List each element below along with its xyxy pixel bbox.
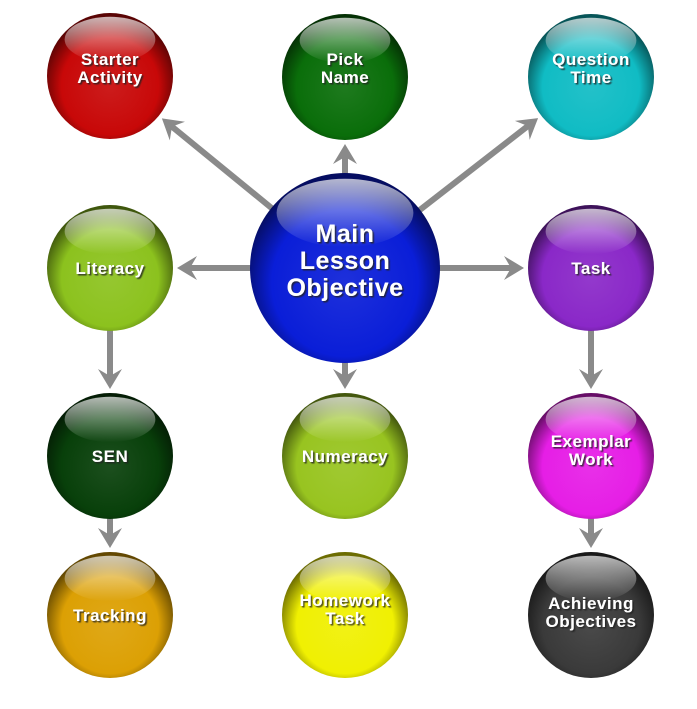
arrows-layer [98, 118, 603, 548]
arrow-main-to-pick-name [333, 144, 357, 175]
node-label: Objective [286, 274, 403, 302]
gloss-highlight [545, 396, 637, 443]
node-label: Task [571, 259, 611, 278]
gloss-highlight [545, 555, 637, 602]
arrow-sen-to-tracking [98, 517, 122, 548]
arrowhead-icon [98, 528, 122, 548]
arrow-shaft [416, 119, 536, 214]
node-label: Tracking [73, 606, 147, 625]
node-label: Pick [327, 50, 364, 69]
arrow-main-to-question-time [416, 118, 539, 214]
node-label: Time [570, 68, 611, 87]
node-label: Work [569, 450, 613, 469]
arrowhead-icon [579, 528, 603, 548]
node-label: Achieving [548, 594, 634, 613]
arrow-task-to-exemplar-work [579, 329, 603, 389]
node-label: SEN [92, 447, 128, 466]
arrowhead-icon [579, 369, 603, 389]
gloss-highlight [276, 178, 414, 248]
gloss-highlight [299, 17, 391, 64]
gloss-highlight [64, 16, 156, 63]
arrow-main-to-task [438, 256, 524, 280]
arrow-literacy-to-sen [98, 329, 122, 389]
arrow-shaft [164, 119, 275, 212]
gloss-highlight [64, 555, 156, 602]
node-label: Exemplar [551, 432, 632, 451]
node-label: Activity [77, 68, 142, 87]
node-label: Question [552, 50, 630, 69]
gloss-highlight [545, 208, 637, 255]
arrow-main-to-starter [161, 118, 275, 212]
node-label: Objectives [546, 612, 637, 631]
node-numeracy: Numeracy [282, 393, 408, 519]
node-label: Main [316, 220, 375, 248]
node-sen: SEN [47, 393, 173, 519]
node-label: Homework [300, 591, 391, 610]
arrow-main-to-literacy [177, 256, 252, 280]
node-literacy: Literacy [47, 205, 173, 331]
node-label: Starter [81, 50, 139, 69]
arrow-main-to-numeracy [333, 361, 357, 389]
node-label: Literacy [75, 259, 144, 278]
arrowhead-icon [514, 118, 539, 140]
node-task: Task [528, 205, 654, 331]
arrowhead-icon [98, 369, 122, 389]
arrowhead-icon [333, 369, 357, 389]
node-label: Task [325, 609, 365, 628]
node-label: Numeracy [302, 447, 388, 466]
arrowhead-icon [504, 256, 524, 280]
node-label: Lesson [300, 247, 391, 275]
gloss-highlight [299, 555, 391, 602]
arrowhead-icon [333, 144, 357, 164]
gloss-highlight [545, 17, 637, 64]
arrow-exemplar-work-to-achieving-objectives [579, 517, 603, 548]
node-tracking: Tracking [47, 552, 173, 678]
node-label: Name [321, 68, 369, 87]
gloss-highlight [299, 396, 391, 443]
arrowhead-icon [177, 256, 197, 280]
gloss-highlight [64, 396, 156, 443]
arrowhead-icon [161, 118, 185, 141]
gloss-highlight [64, 208, 156, 255]
